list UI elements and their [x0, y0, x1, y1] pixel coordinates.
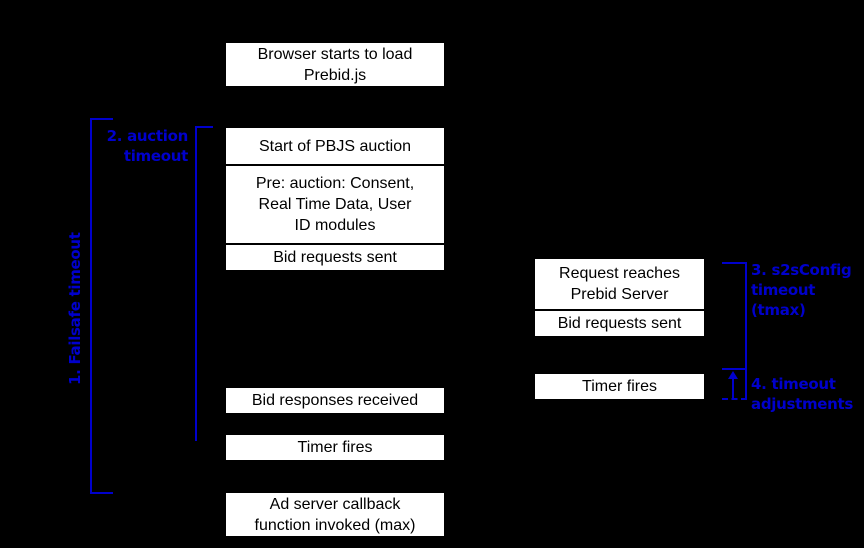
process-box-ad-server-callback: Ad server callback function invoked (max… [225, 492, 445, 537]
process-box-label: Bid responses received [251, 392, 419, 409]
bracket-s2sconfig-timeout-vertical [745, 262, 747, 370]
timeout-adjustments-arrow-head [728, 371, 738, 379]
annotation-auction-timeout: 2. auction timeout [106, 127, 189, 165]
process-box-label: Request reaches Prebid Server [559, 265, 680, 303]
bracket-failsafe-timeout-top-tick [90, 118, 113, 120]
bracket-auction-timeout-vertical [195, 126, 197, 441]
process-box-label: Pre: auction: Consent, Real Time Data, U… [255, 175, 415, 234]
process-box-auction-start: Start of PBJS auction [225, 127, 445, 165]
process-box-label: Timer fires [297, 439, 373, 456]
process-box-label: Bid requests sent [273, 249, 397, 266]
timeout-adjustments-arrow-shaft [732, 379, 734, 399]
process-box-label: Ad server callback function invoked (max… [254, 495, 416, 534]
bracket-s2sconfig-timeout-bottom-tick [722, 368, 747, 370]
process-box-bid-responses-received: Bid responses received [225, 387, 445, 414]
process-box-pre-auction-modules: Pre: auction: Consent, Real Time Data, U… [225, 165, 445, 244]
process-box-bid-requests-sent: Bid requests sent [225, 244, 445, 271]
annotation-failsafe-timeout: 1. Failsafe timeout [66, 232, 84, 385]
annotation-timeout-adjustments: 4. timeout adjustments [751, 375, 854, 413]
bracket-timeout-adjustments-vertical [745, 368, 747, 400]
annotation-s2sconfig-timeout: 3. s2sConfig timeout (tmax) [751, 261, 852, 319]
bracket-s2sconfig-timeout-top-tick [722, 262, 747, 264]
bracket-failsafe-timeout-bottom-tick [90, 492, 113, 494]
process-box-label: Browser starts to load Prebid.js [257, 45, 413, 84]
process-box-timer-fires-client: Timer fires [225, 434, 445, 461]
process-box-label: Timer fires [582, 378, 657, 395]
process-box-browser-load: Browser starts to load Prebid.js [225, 42, 445, 87]
bracket-failsafe-timeout-vertical [90, 118, 92, 494]
process-box-timer-fires-server: Timer fires [534, 373, 705, 400]
process-box-request-reaches-server: Request reaches Prebid Server [534, 258, 705, 310]
bracket-auction-timeout-top-tick [195, 126, 213, 128]
process-box-label: Start of PBJS auction [258, 137, 412, 155]
timeout-adjustments-dashed-baseline [722, 398, 747, 400]
process-box-label: Bid requests sent [557, 315, 682, 332]
process-box-bid-requests-sent-s2s: Bid requests sent [534, 310, 705, 337]
